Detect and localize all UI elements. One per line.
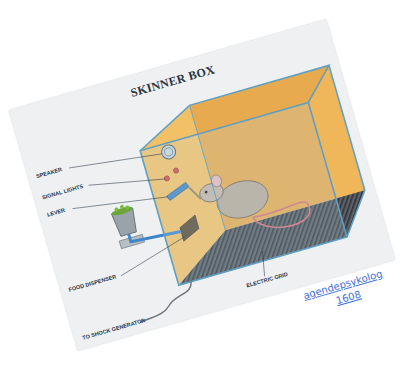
leader-line — [89, 165, 165, 200]
leader-line — [69, 142, 162, 179]
food-pellets — [111, 205, 134, 217]
box-frame — [329, 65, 365, 190]
food-pellets — [114, 207, 119, 212]
glass-front — [140, 102, 347, 285]
food-pellets — [125, 205, 130, 210]
tilted-card: SKINNER BOXSPEAKERSIGNAL LIGHTSLEVERFOOD… — [9, 19, 395, 350]
shock-wire — [133, 281, 198, 323]
food-pellets — [119, 204, 124, 209]
box-frame — [190, 105, 226, 230]
box-frame — [336, 190, 376, 237]
leader-line — [115, 237, 190, 276]
leader-line — [258, 251, 270, 276]
leader-line — [72, 182, 167, 223]
